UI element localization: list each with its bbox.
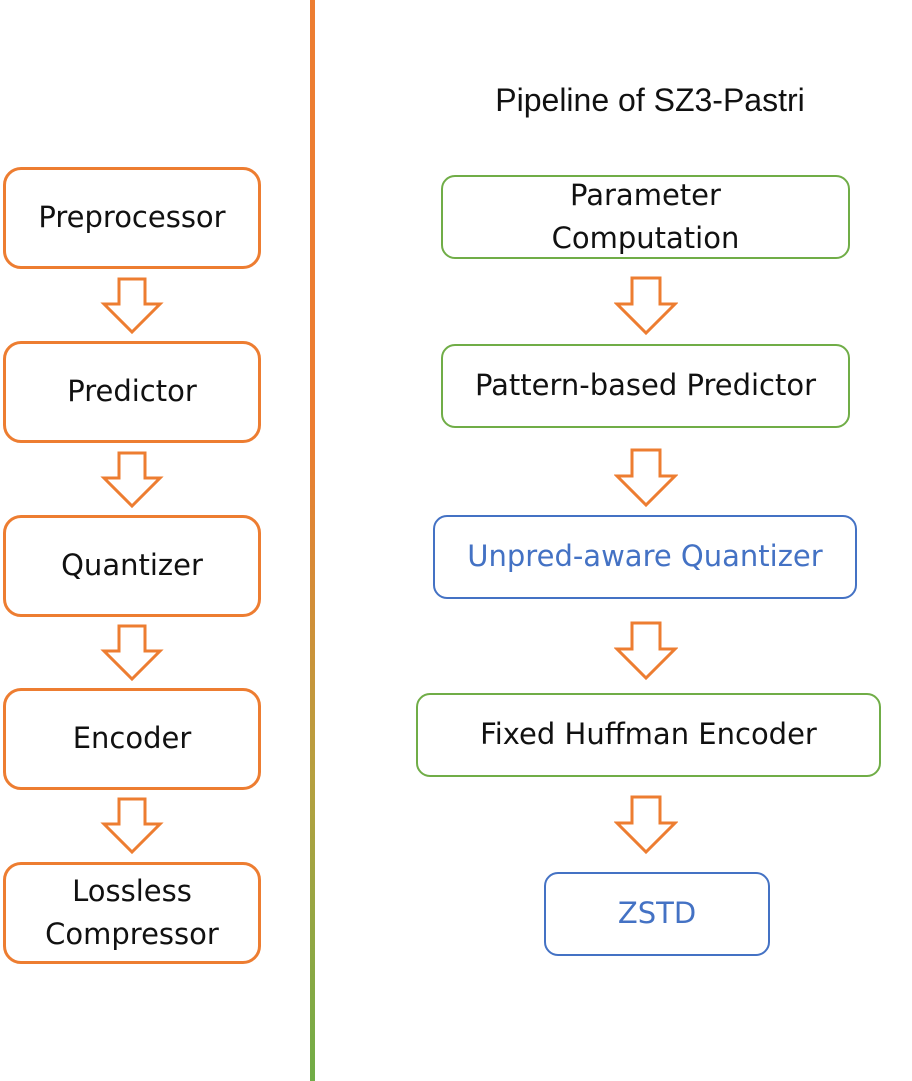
right-stage-pattern-based-predictor: Pattern-based Predictor bbox=[441, 344, 850, 428]
right-stage-parameter-computation: Parameter Computation bbox=[441, 175, 850, 259]
right-stage-parameter-computation-label: Parameter Computation bbox=[551, 177, 740, 256]
down-arrow-icon bbox=[100, 797, 164, 855]
down-arrow-icon bbox=[614, 276, 678, 336]
down-arrow-icon bbox=[614, 795, 678, 855]
left-stage-predictor-label: Predictor bbox=[67, 374, 197, 409]
left-stage-preprocessor-label: Preprocessor bbox=[38, 200, 226, 235]
down-arrow-icon bbox=[100, 624, 164, 682]
right-stage-unpred-aware-quantizer: Unpred-aware Quantizer bbox=[433, 515, 857, 599]
right-stage-zstd: ZSTD bbox=[544, 872, 770, 956]
left-stage-lossless-compressor-label: Lossless Compressor bbox=[45, 873, 219, 952]
right-stage-fixed-huffman-encoder: Fixed Huffman Encoder bbox=[416, 693, 881, 777]
left-stage-quantizer: Quantizer bbox=[3, 515, 261, 617]
right-stage-unpred-aware-quantizer-label: Unpred-aware Quantizer bbox=[467, 539, 823, 574]
left-stage-preprocessor: Preprocessor bbox=[3, 167, 261, 269]
left-stage-quantizer-label: Quantizer bbox=[61, 548, 203, 583]
down-arrow-icon bbox=[614, 448, 678, 508]
left-stage-encoder: Encoder bbox=[3, 688, 261, 790]
pipeline-title: Pipeline of SZ3-Pastri bbox=[495, 82, 805, 118]
right-stage-pattern-based-predictor-label: Pattern-based Predictor bbox=[474, 368, 817, 403]
down-arrow-icon bbox=[614, 621, 678, 681]
pipeline-divider bbox=[310, 0, 315, 1081]
right-stage-fixed-huffman-encoder-label: Fixed Huffman Encoder bbox=[480, 717, 817, 752]
left-stage-encoder-label: Encoder bbox=[72, 721, 192, 756]
down-arrow-icon bbox=[100, 277, 164, 335]
left-stage-lossless-compressor: Lossless Compressor bbox=[3, 862, 261, 964]
left-stage-predictor: Predictor bbox=[3, 341, 261, 443]
down-arrow-icon bbox=[100, 451, 164, 509]
right-stage-zstd-label: ZSTD bbox=[617, 896, 697, 931]
